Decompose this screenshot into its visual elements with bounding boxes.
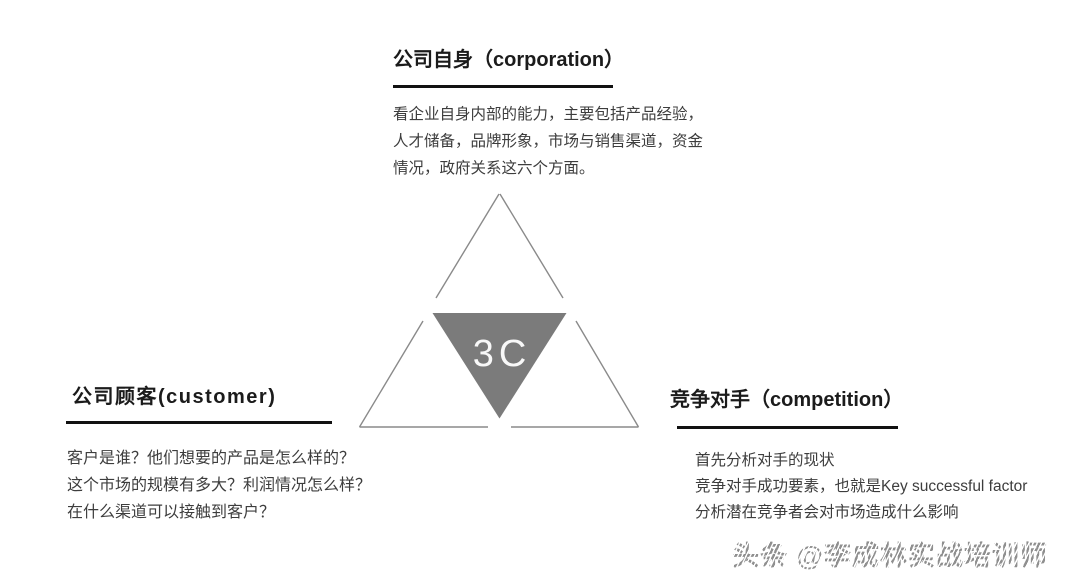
corporation-title: 公司自身（corporation） (393, 49, 625, 71)
corporation-section: 公司自身（corporation） 看企业自身内部的能力，主要包括产品经验， 人… (393, 47, 753, 182)
triangle-3c-label: 3C (473, 333, 532, 375)
competition-title-underline (677, 426, 898, 429)
corporation-description-line: 看企业自身内部的能力，主要包括产品经验， (393, 105, 704, 123)
outline-right-upper (499, 193, 564, 299)
customer-description-line: 这个市场的规模有多大？利润情况怎么样？ (67, 476, 372, 494)
customer-description: 客户是谁？他们想要的产品是怎么样的？ 这个市场的规模有多大？利润情况怎么样？ 在… (66, 445, 396, 526)
toutiao-watermark: 头条 @李成林实战培训师 (732, 534, 1048, 573)
competition-section: 竞争对手（competition） 首先分析对手的现状 竞争对手成功要素，也就是… (670, 387, 1070, 526)
competition-description-line: 首先分析对手的现状 (695, 451, 835, 469)
outline-right-lower (575, 320, 640, 428)
corporation-description: 看企业自身内部的能力，主要包括产品经验， 人才储备，品牌形象，市场与销售渠道，资… (393, 101, 753, 182)
competition-title: 竞争对手（competition） (670, 389, 904, 411)
competition-description: 首先分析对手的现状 竞争对手成功要素，也就是Key successful fac… (670, 448, 1070, 526)
customer-section: 公司顾客(customer) 客户是谁？他们想要的产品是怎么样的？ 这个市场的规… (66, 384, 396, 526)
competition-description-line: 竞争对手成功要素，也就是Key successful factor (695, 477, 1028, 495)
customer-title: 公司顾客(customer) (72, 386, 277, 408)
outline-left-upper (435, 193, 500, 299)
competition-description-line: 分析潜在竞争者会对市场造成什么影响 (695, 503, 959, 521)
corporation-title-underline (393, 85, 613, 88)
triangle-outline (358, 193, 640, 428)
customer-title-underline (66, 421, 332, 424)
center-inverted-triangle (432, 313, 567, 419)
corporation-description-line: 情况，政府关系这六个方面。 (393, 159, 595, 177)
corporation-description-line: 人才储备，品牌形象，市场与销售渠道，资金 (393, 132, 704, 150)
customer-description-line: 客户是谁？他们想要的产品是怎么样的？ (67, 449, 356, 467)
customer-description-line: 在什么渠道可以接触到客户？ (67, 503, 276, 521)
